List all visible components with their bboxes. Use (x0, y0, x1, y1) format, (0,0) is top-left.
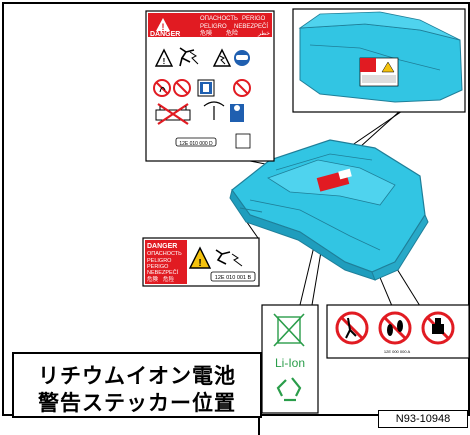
caption-line-2: 警告ステッカー位置 (38, 391, 236, 415)
big-label-de-word: NEBEZPEČÍ (234, 23, 268, 30)
small-label-danger-word: DANGER (147, 243, 177, 250)
warning-triangle-icon (154, 48, 174, 67)
big-label-ar-word: خطر (257, 30, 270, 37)
recycle-label: Li-Ion (261, 304, 319, 414)
svg-text:!: ! (198, 258, 201, 269)
big-label-danger-word: DANGER (150, 31, 180, 38)
frame-border (2, 2, 470, 416)
small-electric-shock-icon (215, 249, 231, 265)
caption-line-1: リチウムイオン電池 (38, 364, 236, 388)
svg-text:!: ! (162, 22, 165, 32)
small-label-es-word: PELIGRO (147, 258, 172, 264)
small-label-part-number: 12E 010 001 B (215, 275, 252, 281)
li-ion-text: Li-Ion (275, 356, 305, 370)
prohibition-label: 12E 000 000 A (326, 304, 470, 359)
frame-bottom-stub (258, 414, 260, 435)
big-label-pt-word: PERIGO (242, 16, 266, 22)
small-warning-triangle-icon (188, 246, 212, 269)
battery-pack (229, 139, 429, 281)
big-label-es-word: PELIGRO (200, 24, 227, 30)
qr-placeholder (235, 133, 251, 149)
big-label-jp-word: 危険 (200, 29, 212, 37)
small-label-pt-word: PERIGO (147, 264, 169, 270)
prohibition-part-number: 12E 000 000 A (384, 349, 411, 354)
big-label-cn-word: 危险 (226, 29, 238, 37)
small-label-jp-word: 危険 (147, 275, 159, 283)
big-label-part-number: 12E 010 000 D (179, 141, 213, 147)
shock-warning-icon (212, 48, 232, 67)
keep-dry-umbrella-icon (203, 101, 225, 107)
small-label-ru-word: ОПАСНОСТЬ (147, 251, 182, 257)
caption-box: リチウムイオン電池 警告ステッカー位置 (12, 352, 262, 418)
small-label-cn-word: 危险 (163, 275, 175, 283)
small-label-de-word: NEBEZPEČÍ (147, 269, 179, 276)
big-label-ru-word: ОПАСНОСТЬ (200, 16, 238, 22)
electric-shock-person-icon (179, 47, 195, 67)
trained-staff-icon (230, 104, 244, 122)
recycle-arrows-icon (276, 377, 302, 402)
small-danger-label: DANGER ОПАСНОСТЬ PELIGRO PERIGO NEBEZPEČ… (142, 237, 260, 287)
battery-inset-box (292, 8, 466, 113)
reference-code: N93-10948 (378, 410, 468, 428)
big-danger-label: ! DANGER ОПАСНОСТЬ PERIGO PELIGRO NEBEZP… (145, 10, 275, 162)
svg-text:!: ! (163, 57, 166, 66)
